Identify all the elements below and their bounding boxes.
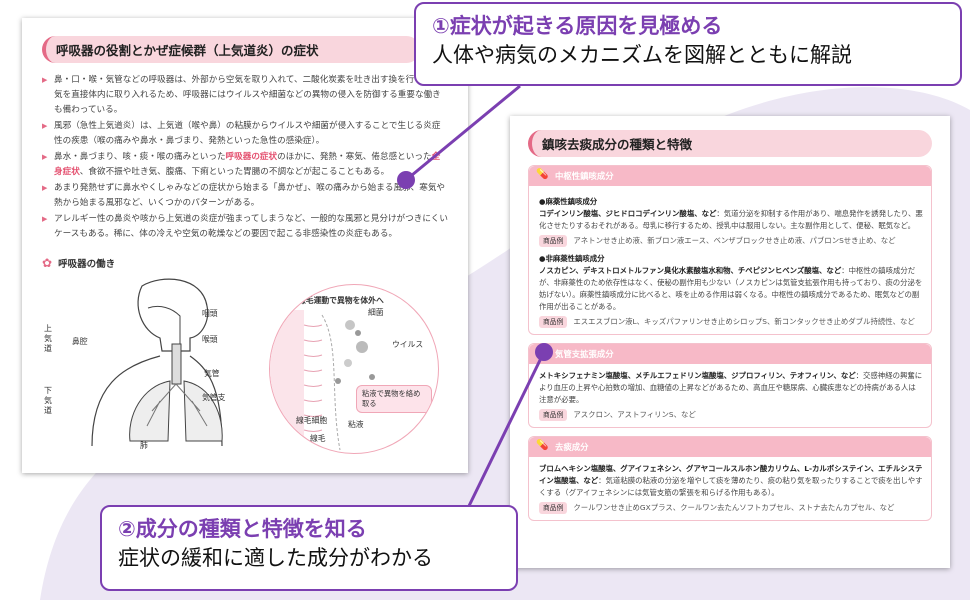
product-text: クールワンせき止めGXプラス、クールワン去たんソフトカプセル、ストナ去たんカプセ… [573,503,895,512]
right-page-title: 鎮咳去痰成分の種類と特徴 [528,130,932,157]
callout-one-title: ①症状が起きる原因を見極める [432,14,723,38]
card-heading: 💊 去痰成分 [529,437,931,457]
larynx-label: 喉頭 [202,335,218,344]
pill-icon: 💊 [536,440,549,451]
upper-airway-label: 上気道 [44,324,52,353]
card-body: ●麻薬性鎮咳成分 コデインリン酸塩、ジヒドロコデインリン酸塩、など：気道分泌を抑… [529,186,931,334]
product-row: 商品例アスクロン、アストフィリンS、など [539,409,923,421]
ingredient-desc: ：気道粘膜の粘液の分泌を増やして痰を薄めたり、痰の粘り気を取ったりすることで痰を… [539,476,923,497]
bullet-text: 、食欲不振や吐き気、腹痛、下痢といった胃腸の不調などが起こることもある。 [79,167,390,177]
ingredient-names: コデインリン酸塩、ジヒドロコデインリン酸塩、など [539,209,717,218]
nasal-label: 鼻腔 [72,337,88,346]
bronchi-label: 気管支 [202,393,226,402]
group-subtitle: ●非麻薬性鎮咳成分 [539,254,605,263]
pill-icon: 💊 [536,169,549,180]
group-text: メトキシフェナミン塩酸塩、メチルエフェドリン塩酸塩、ジプロフィリン、テオフィリン… [539,370,923,406]
callout-two-subtitle: 症状の緩和に適した成分がわかる [118,546,433,570]
card-heading-text: 去痰成分 [555,442,589,452]
bullet-item: 鼻水・鼻づまり、咳・痰・喉の痛みといった呼吸器の症状のほかに、発熱・寒気、倦怠感… [42,150,448,180]
bullet-item: 鼻・口・喉・気管などの呼吸器は、外部から空気を取り入れて、二酸化炭素を吐き出す換… [42,73,448,118]
group-text: ノスカピン、デキストロメトルファン臭化水素酸塩水和物、チペピジンヒベンズ酸塩、な… [539,265,923,313]
bullet-text: あまり発熱せずに鼻水やくしゃみなどの症状から始まる「鼻かぜ」、喉の痛みから始まる… [54,183,446,208]
pharynx-label: 咽頭 [202,309,218,318]
bullet-item: アレルギー性の鼻炎や咳から上気道の炎症が強まってしまうなど、一般的な風邪と見分け… [42,212,448,242]
mucus-label: 粘液 [348,420,364,429]
virus-label: ウイルス [392,340,424,349]
ingredient-names: メトキシフェナミン塩酸塩、メチルエフェドリン塩酸塩、ジプロフィリン、テオフィリン… [539,371,856,380]
lungs-icon: ✿ [42,256,53,270]
group-text: ブロムヘキシン塩酸塩、グアイフェネシン、グアヤコールスルホン酸カリウム、L-カル… [539,463,923,499]
figure-title: ✿ 呼吸器の働き [42,256,448,270]
left-bullet-list: 鼻・口・喉・気管などの呼吸器は、外部から空気を取り入れて、二酸化炭素を吐き出す換… [42,73,448,242]
cilia-circle-title: 線毛運動で異物を体外へ [298,296,384,305]
product-text: エスエスブロン液L、キッズパファリンせき止めシロップS、新コンタックせき止めダブ… [573,317,915,326]
card-body: ブロムヘキシン塩酸塩、グアイフェネシン、グアヤコールスルホン酸カリウム、L-カル… [529,457,931,520]
ingredient-desc: ：気道分泌を抑制する作用があり、喘息発作を誘発したり、悪化させたりするおそれがあ… [539,209,923,230]
lung-label: 肺 [140,441,148,450]
card-heading-text: 中枢性鎮咳成分 [555,171,614,181]
cilia-diagram-icon [270,310,375,453]
bacteria-label: 細菌 [368,308,384,317]
ingredient-desc: ：中枢性の鎮咳成分だが、非麻薬性のため依存性はなく、使秘の副作用も少ない（ノスカ… [539,266,923,311]
bullet-item: あまり発熱せずに鼻水やくしゃみなどの症状から始まる「鼻かぜ」、喉の痛みから始まる… [42,181,448,211]
figure-title-text: 呼吸器の働き [58,259,116,270]
ingredient-names: ブロムヘキシン塩酸塩、グアイフェネシン、グアヤコールスルホン酸カリウム、L-カル… [539,464,923,485]
product-tag: 商品例 [539,409,568,421]
card-heading-text: 気管支拡張成分 [555,349,614,359]
highlight-text: 呼吸器の症状 [225,152,278,162]
respiratory-figure: 上気道 下気道 鼻腔 咽頭 喉頭 気管 気管支 肺 線毛運動で異物を体外へ 細菌… [42,276,452,454]
ingredient-desc: ：交感神経の興奮により血圧の上昇や心拍数の増加、血糖値の上昇などがあるため、高血… [539,371,923,404]
mucus-tag: 粘液で異物を絡め取る [356,385,432,413]
product-row: 商品例クールワンせき止めGXプラス、クールワン去たんソフトカプセル、ストナ去たん… [539,502,923,514]
ingredient-names: ノスカピン、デキストロメトルファン臭化水素酸塩水和物、チペピジンヒベンズ酸塩、な… [539,266,842,275]
callout-one: ①症状が起きる原因を見極める 人体や病気のメカニズムを図解とともに解説 [414,2,962,86]
bullet-text: 鼻・口・喉・気管などの呼吸器は、外部から空気を取り入れて、二酸化炭素を吐き出す換… [54,75,441,115]
body-diagram-icon [91,278,223,446]
product-text: アスクロン、アストフィリンS、など [573,410,696,419]
cilia-zoom-circle: 線毛運動で異物を体外へ 細菌 ウイルス 線毛細胞 線毛 粘液 粘液で異物を絡め取… [269,284,439,454]
product-tag: 商品例 [539,502,568,514]
cilia-label: 線毛 [310,434,326,443]
bullet-item: 風邪（急性上気道炎）は、上気道（喉や鼻）の粘膜からウイルスや細菌が侵入することで… [42,119,448,149]
callout-two: ②成分の種類と特徴を知る 症状の緩和に適した成分がわかる [100,505,518,591]
callout-two-title: ②成分の種類と特徴を知る [118,517,367,541]
bullet-text: のほかに、発熱・寒気、倦怠感といった [277,152,432,162]
product-text: アネトンせき止め液、新ブロン液エース、ベンザブロックせき止め液、パブロンSせき止… [573,236,896,245]
bullet-text: 鼻水・鼻づまり、咳・痰・喉の痛みといった [54,152,226,162]
product-tag: 商品例 [539,235,568,247]
card-expectorant: 💊 去痰成分 ブロムヘキシン塩酸塩、グアイフェネシン、グアヤコールスルホン酸カリウ… [528,436,932,521]
card-body: メトキシフェナミン塩酸塩、メチルエフェドリン塩酸塩、ジプロフィリン、テオフィリン… [529,364,931,427]
right-page: 鎮咳去痰成分の種類と特徴 💊 中枢性鎮咳成分 ●麻薬性鎮咳成分 コデインリン酸塩、… [510,116,950,568]
left-page-title: 呼吸器の役割とかぜ症候群（上気道炎）の症状 [42,36,420,63]
card-heading: 💊 気管支拡張成分 [529,344,931,364]
product-row: 商品例アネトンせき止め液、新ブロン液エース、ベンザブロックせき止め液、パブロンS… [539,235,923,247]
card-heading: 💊 中枢性鎮咳成分 [529,166,931,186]
bullet-text: 風邪（急性上気道炎）は、上気道（喉や鼻）の粘膜からウイルスや細菌が侵入することで… [54,121,441,146]
bullet-text: アレルギー性の鼻炎や咳から上気道の炎症が強まってしまうなど、一般的な風邪と見分け… [54,214,448,239]
trachea-label: 気管 [204,369,220,378]
lower-airway-label: 下気道 [44,386,52,415]
product-row: 商品例エスエスブロン液L、キッズパファリンせき止めシロップS、新コンタックせき止… [539,316,923,328]
pill-icon: 💊 [536,347,549,358]
group-text: コデインリン酸塩、ジヒドロコデインリン酸塩、など：気道分泌を抑制する作用があり、… [539,208,923,232]
group-subtitle: ●麻薬性鎮咳成分 [539,197,598,206]
product-tag: 商品例 [539,316,568,328]
callout-one-subtitle: 人体や病気のメカニズムを図解とともに解説 [432,43,852,67]
cilia-cell-label: 線毛細胞 [296,416,328,425]
card-central: 💊 中枢性鎮咳成分 ●麻薬性鎮咳成分 コデインリン酸塩、ジヒドロコデインリン酸塩、… [528,165,932,335]
card-bronchodilator: 💊 気管支拡張成分 メトキシフェナミン塩酸塩、メチルエフェドリン塩酸塩、ジプロフィ… [528,343,932,428]
